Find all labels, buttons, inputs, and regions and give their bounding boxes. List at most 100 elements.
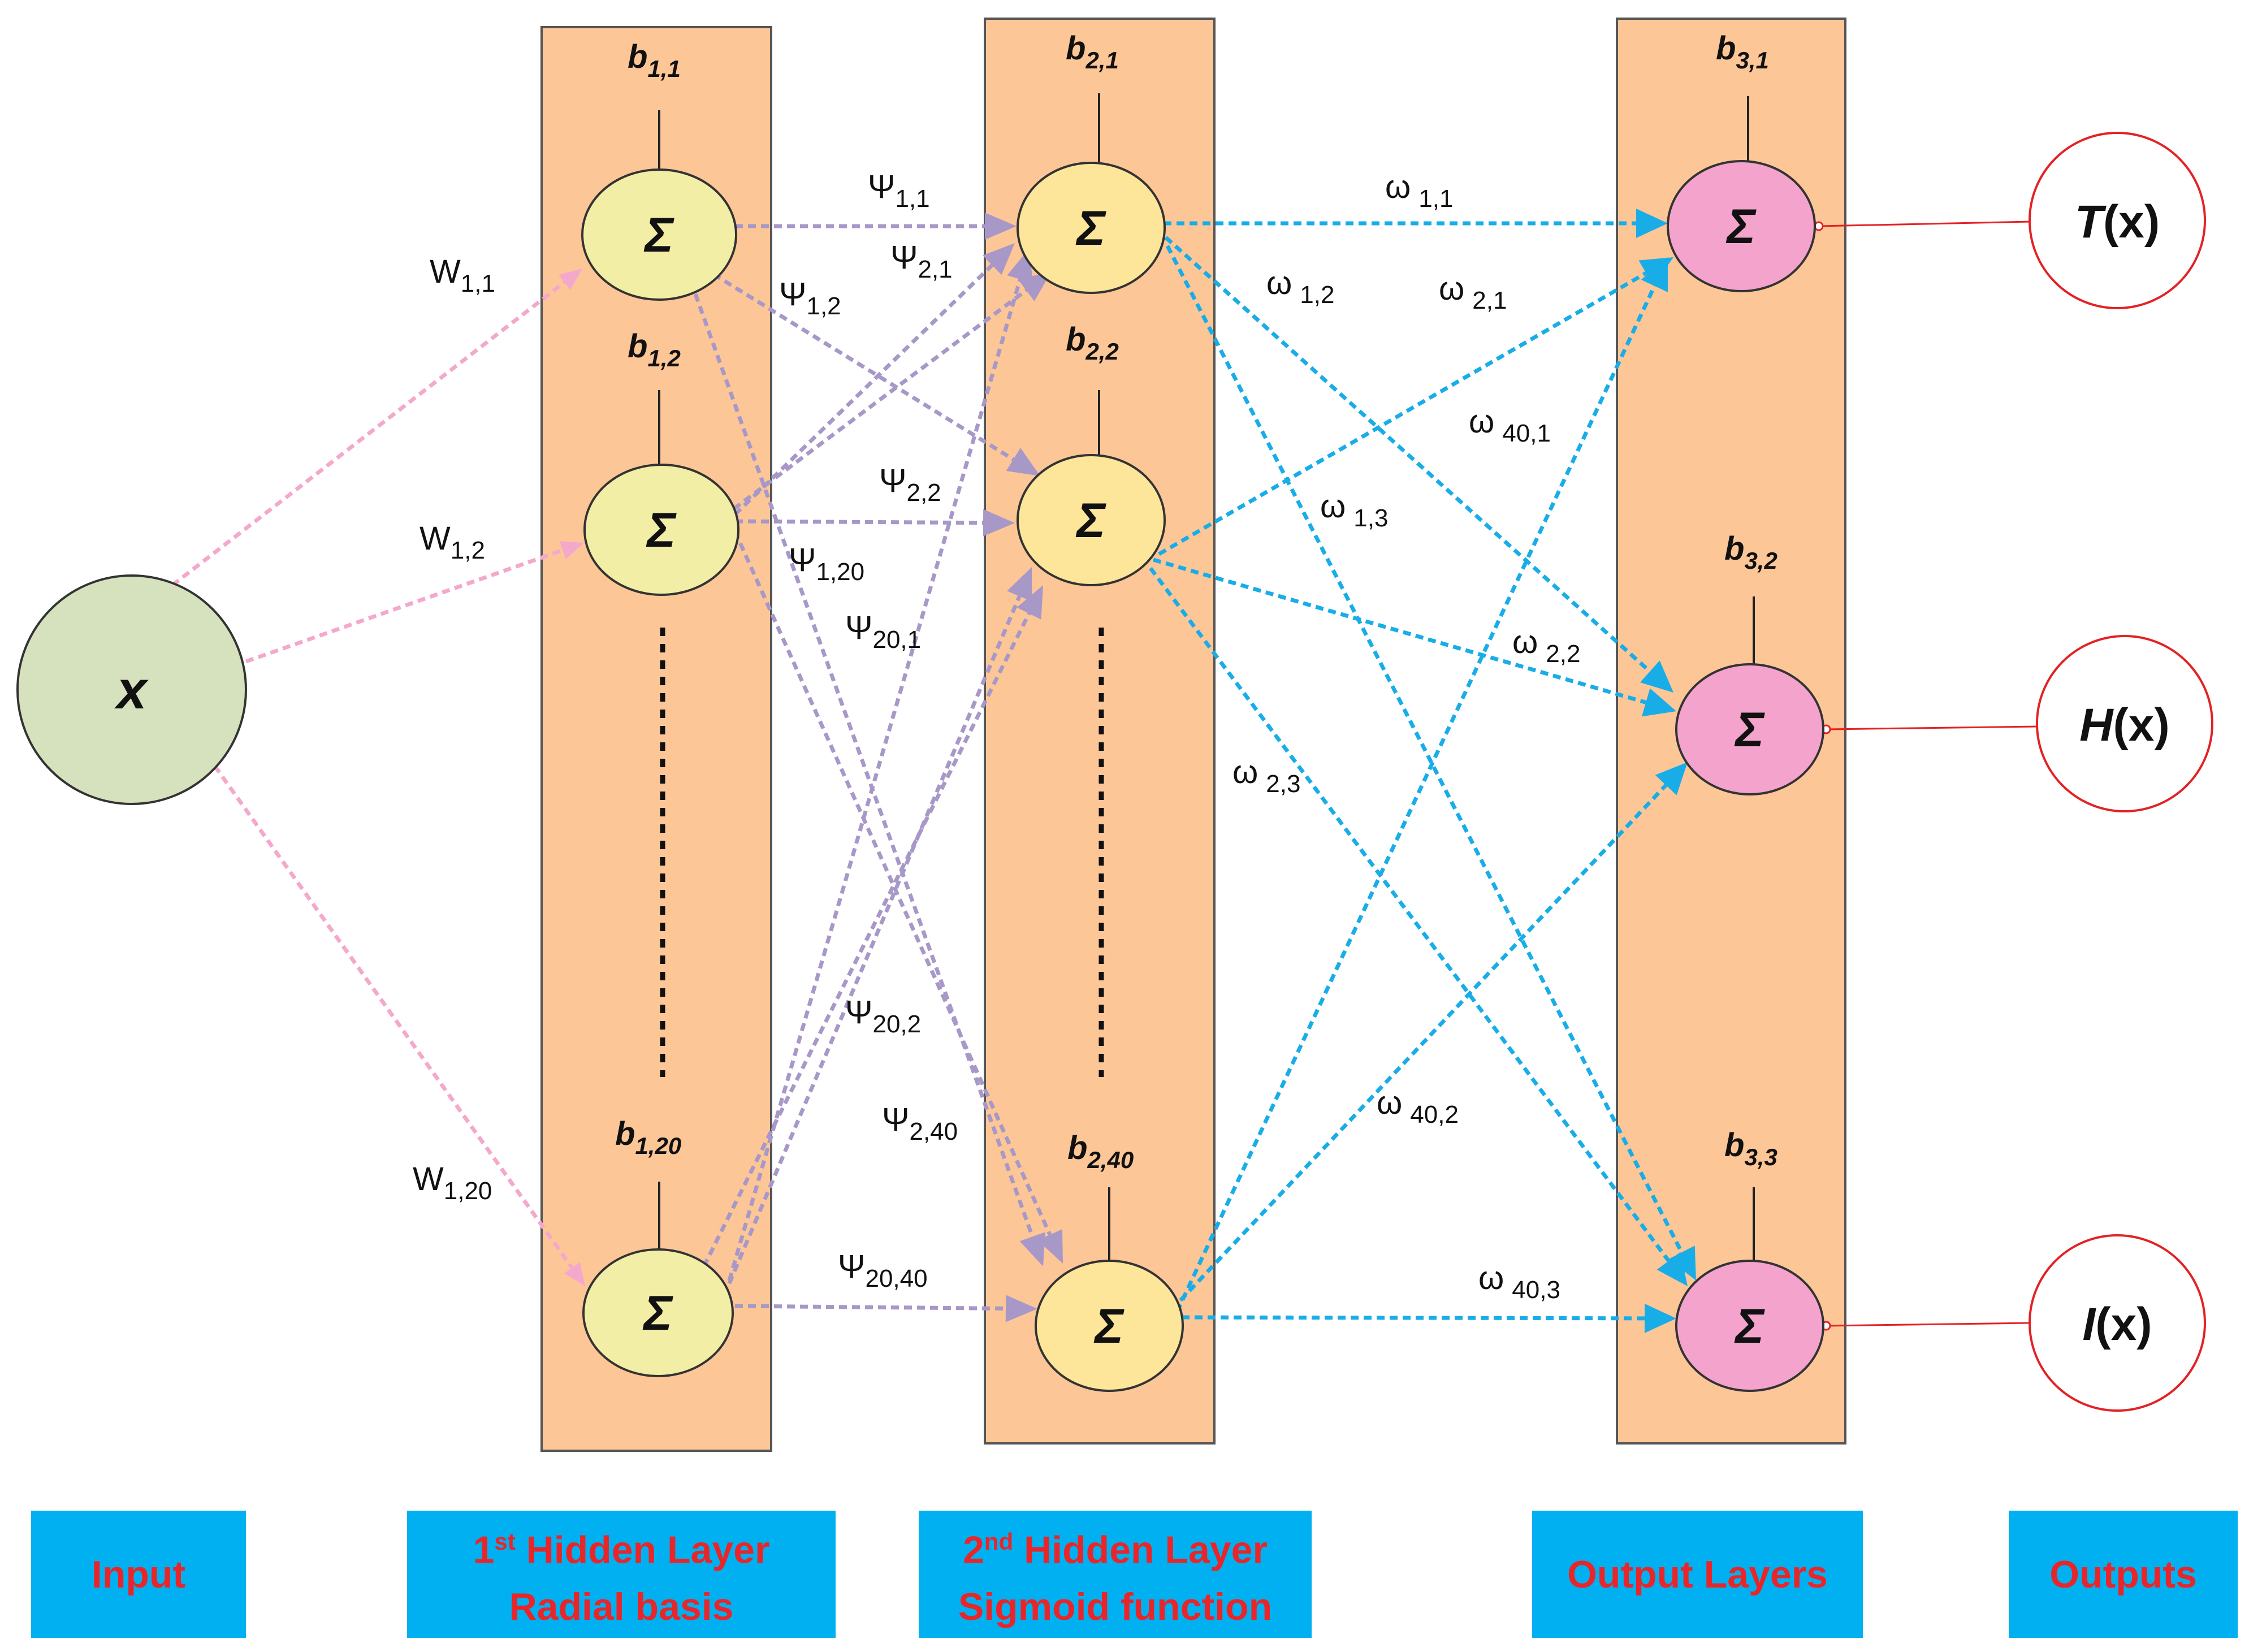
input-node-label: x [114, 660, 149, 720]
svg-text:ω1,2: ω1,2 [1266, 265, 1334, 309]
weight-base: Ψ [868, 168, 895, 205]
svg-text:ω2,3: ω 2,3 [1232, 754, 1300, 798]
output-node-2: Σ [1675, 663, 1824, 795]
weight-sub: 2,1 [918, 256, 952, 283]
svg-text:ω1,3: ω1,3 [1320, 488, 1388, 532]
footer-outputs-label: Outputs [2049, 1552, 2197, 1596]
svg-text:b3,1: b3,1 [1716, 30, 1769, 73]
sum-symbol: Σ [643, 1286, 674, 1340]
bias-base: b [1724, 530, 1744, 567]
footer-hidden1-ordinal: 1 [473, 1528, 495, 1572]
hidden1-node-1: Σ [581, 168, 737, 301]
weight-sub: 20,40 [865, 1265, 927, 1292]
hidden2-node-2: Σ [1017, 454, 1166, 586]
sum-symbol: Σ [1094, 1299, 1125, 1353]
svg-text:ω1,1: ω1,1 [1385, 168, 1453, 213]
footer-hidden1-title: Hidden Layer [515, 1528, 770, 1572]
bias-base: b [1066, 30, 1085, 67]
weight-sub: 2,2 [906, 479, 941, 507]
weight-sub: 1,2 [806, 292, 841, 320]
output-lines [1814, 220, 2039, 1331]
svg-text:b1,2: b1,2 [628, 328, 681, 371]
weight-sub: 1,20 [816, 558, 864, 586]
footer-hidden2-subtitle: Sigmoid function [958, 1585, 1273, 1628]
psi-connection-9-line [734, 1304, 1006, 1311]
weight-sub: 40,3 [1512, 1276, 1560, 1304]
output-T-arg: (x) [2103, 196, 2160, 248]
psi-connection-11-line [733, 530, 1052, 1236]
weight-base: Ψ [779, 276, 806, 313]
output-I-arg: (x) [2095, 1299, 2152, 1350]
weight-sub: 2,3 [1266, 770, 1300, 798]
omega-connection-8-arrowhead [1655, 762, 1688, 795]
omega-connection-3-line [1165, 245, 1684, 1253]
omega-connection-9-arrowhead [1644, 1303, 1676, 1333]
omega-connection-7-arrowhead [1641, 257, 1668, 292]
psi-connection-5-line [733, 263, 994, 516]
weight-base: ω [1385, 168, 1411, 205]
psi-connection-4-line [734, 519, 984, 525]
svg-text:Ψ1,1: Ψ1,1 [868, 168, 930, 213]
psi-weight-labels: Ψ1,1 Ψ2,1 Ψ1,2 Ψ2,2 Ψ1,20 Ψ20,1 Ψ20,2 Ψ2… [779, 168, 958, 1292]
footer-output-layers-box: Output Layers [1532, 1511, 1863, 1638]
bias-base: b [628, 38, 647, 75]
footer-hidden2-ordinal-sup: nd [984, 1528, 1014, 1555]
output-node-3: Σ [1675, 1260, 1824, 1392]
weight-base: ω [1232, 754, 1258, 790]
svg-text:Ψ2,2: Ψ2,2 [879, 462, 941, 507]
weight-base: W [413, 1161, 444, 1197]
footer-hidden1-subtitle: Radial basis [509, 1585, 734, 1628]
svg-text:b2,2: b2,2 [1066, 321, 1119, 365]
output-T: T(x) [2029, 132, 2206, 309]
footer-hidden2-title: Hidden Layer [1013, 1528, 1268, 1572]
bias-stems [658, 93, 1755, 1266]
input-connection-3-arrowhead [564, 1262, 585, 1286]
weight-sub: 2,1 [1472, 287, 1507, 314]
bias-sub: 3,1 [1736, 47, 1768, 73]
input-connection-1-arrowhead [558, 269, 582, 290]
weight-base: Ψ [838, 1248, 865, 1285]
footer-hidden2-ordinal: 2 [963, 1528, 984, 1572]
input-connection-1-line [171, 280, 566, 587]
svg-text:W1,1: W1,1 [430, 253, 495, 297]
svg-text:ω2,2: ω2,2 [1512, 624, 1580, 668]
omega-connection-6-arrowhead [1657, 1252, 1688, 1286]
hidden1-node-2: Σ [583, 464, 739, 596]
psi-connection-8-line [727, 595, 1022, 1285]
output-T-name: T [2075, 196, 2107, 248]
footer-outputs-box: Outputs [2009, 1511, 2238, 1638]
weight-sub: 2,2 [1546, 640, 1580, 668]
footer-input-label: Input [91, 1552, 186, 1596]
svg-text:ω40,2: ω40,2 [1377, 1084, 1459, 1128]
omega-connection-7-line [1175, 285, 1657, 1313]
bias-sub: 1,2 [647, 345, 680, 371]
svg-text:T(x): T(x) [2075, 196, 2160, 248]
bias-sub: 3,2 [1744, 547, 1777, 574]
sum-symbol: Σ [1735, 1299, 1766, 1353]
psi-connection-9-arrowhead [1005, 1295, 1037, 1322]
psi-connection-7-line [702, 612, 1031, 1268]
output-node-1: Σ [1667, 160, 1816, 292]
weight-base: ω [1266, 265, 1292, 301]
weight-base: Ψ [789, 542, 816, 578]
svg-text:b3,3: b3,3 [1724, 1127, 1777, 1170]
psi-connection-2-line [693, 293, 1035, 1238]
output-H-name: H [2079, 699, 2114, 751]
weight-sub: 1,1 [1418, 185, 1453, 213]
weight-sub: 20,1 [872, 626, 921, 654]
input-weight-labels: W1,1 W1,2 W1,20 [413, 253, 495, 1205]
psi-connection-10-line [727, 278, 1022, 1281]
svg-text:b2,1: b2,1 [1066, 30, 1119, 73]
weight-sub: 2,40 [909, 1118, 958, 1145]
svg-text:H(x): H(x) [2079, 699, 2169, 751]
weight-base: ω [1439, 270, 1464, 307]
output-H-arg: (x) [2113, 699, 2170, 751]
svg-text:b3,2: b3,2 [1724, 530, 1777, 574]
psi-connection-1-arrowhead [985, 213, 1017, 240]
input-connection-3-line [213, 764, 574, 1269]
bias-sub: 2,1 [1085, 47, 1118, 73]
svg-text:b2,40: b2,40 [1067, 1130, 1134, 1173]
weight-base: ω [1320, 488, 1346, 525]
svg-text:ω40,3: ω40,3 [1478, 1260, 1560, 1304]
footer-output-layers-label: Output Layers [1567, 1552, 1828, 1596]
